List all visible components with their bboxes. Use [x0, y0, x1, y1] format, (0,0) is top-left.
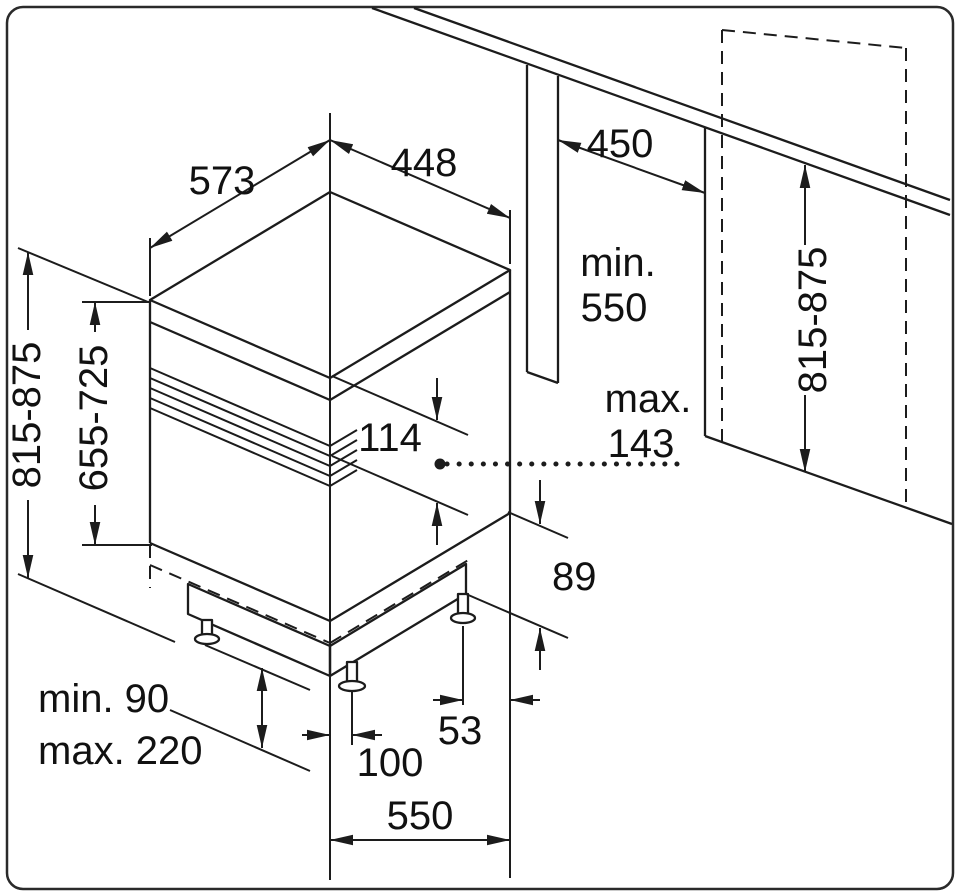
dim-plinth-height: min. 90 max. 220 — [38, 644, 311, 773]
label-connection-value: 143 — [608, 422, 675, 466]
label-height-total-left: 815-875 — [5, 342, 49, 489]
label-rear-clearance: 89 — [552, 555, 597, 599]
countertop-edge-lower — [371, 6, 951, 217]
countertop-edge-upper — [413, 6, 951, 202]
door-extension-hidden-left — [149, 564, 331, 644]
connection-point-dot — [434, 458, 446, 470]
label-width-top: 448 — [391, 141, 458, 185]
label-niche-depth-value: 550 — [581, 286, 648, 330]
label-furniture-door-height: 655-725 — [72, 345, 116, 492]
niche-left-wall-bottom — [526, 370, 559, 385]
label-plinth-max: max. 220 — [38, 729, 203, 773]
floor-line — [704, 434, 953, 526]
machine-bottom-right-edge — [329, 512, 511, 622]
label-depth-bottom: 550 — [387, 794, 454, 838]
adjustable-foot-right — [449, 592, 477, 625]
label-foot-inset-front: 100 — [357, 741, 424, 785]
label-niche-height-right: 815-875 — [791, 247, 835, 394]
adjustable-foot-front — [337, 660, 367, 693]
machine-bottom-left-edge — [149, 541, 331, 623]
dim-foot-inset-side: 53 — [433, 626, 540, 753]
label-niche-depth-min: min. — [580, 241, 656, 285]
door-extension-hidden-right — [329, 558, 471, 644]
dim-width-top: 448 — [329, 139, 511, 264]
label-connection-max: max. — [605, 377, 692, 421]
niche-outline — [371, 6, 953, 526]
dim-furniture-door-height: 655-725 — [72, 301, 152, 546]
label-depth-total-top: 573 — [189, 159, 256, 203]
label-niche-width: 450 — [587, 122, 654, 166]
niche-hidden-edge-top — [721, 29, 907, 49]
dim-depth-bottom: 550 — [330, 794, 510, 846]
dim-height-total-left: 815-875 — [5, 247, 176, 643]
dim-rear-clearance: 89 — [465, 480, 597, 670]
label-foot-inset-side: 53 — [438, 709, 483, 753]
dimension-lines: 573 448 450 min. 550 max. 143 — [5, 113, 835, 880]
label-plinth-min: min. 90 — [38, 677, 169, 721]
dim-control-panel-height: 114 — [331, 375, 469, 545]
dim-niche-height-right: 815-875 — [791, 165, 835, 472]
adjustable-foot-left — [193, 618, 221, 646]
dim-connection-offset: max. 143 — [434, 377, 692, 470]
dim-depth-total-top: 573 — [149, 139, 331, 296]
label-control-panel-height: 114 — [358, 416, 422, 460]
dim-niche-width: 450 — [557, 122, 706, 194]
dim-foot-inset-front: 100 — [302, 692, 423, 785]
dim-niche-depth: min. 550 — [580, 241, 656, 330]
